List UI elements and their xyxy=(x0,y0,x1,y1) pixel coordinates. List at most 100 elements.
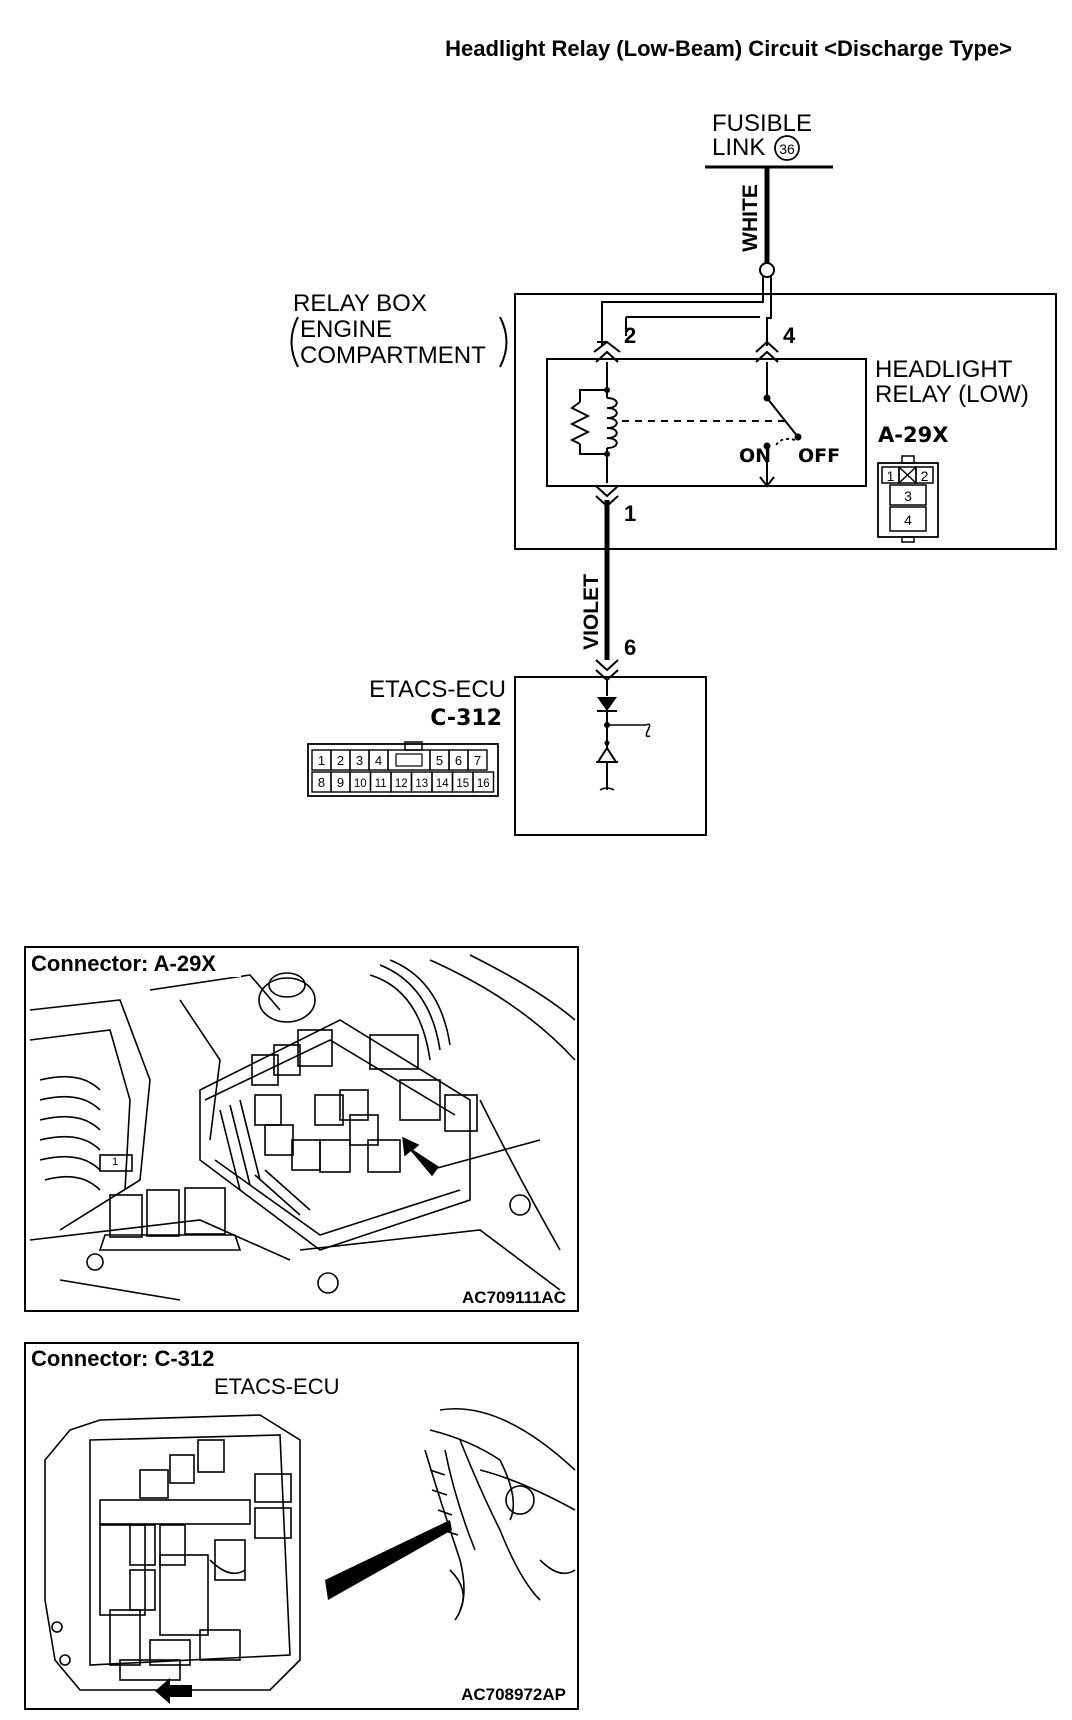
pin1-chevron-upper xyxy=(595,485,619,498)
relay-label-line1: HEADLIGHT xyxy=(875,356,1013,383)
photo2-illustration xyxy=(44,1408,576,1691)
page-title: Headlight Relay (Low-Beam) Circuit <Disc… xyxy=(445,36,1012,61)
pin4-number: 4 xyxy=(783,323,796,348)
switch-off-contact xyxy=(794,433,802,441)
splice-point xyxy=(759,262,775,278)
ecu-wire-break xyxy=(599,787,615,791)
ecu-connector-pin: 3 xyxy=(356,753,363,768)
switch-ground-arrow xyxy=(759,476,775,488)
fusible-link-label-line1: FUSIBLE xyxy=(712,110,812,137)
relay-label-line2: RELAY (LOW) xyxy=(875,381,1029,408)
fusible-link: FUSIBLE LINK 36 xyxy=(705,110,833,169)
ecu-connector-pin: 10 xyxy=(354,778,367,790)
relay-box-paren-left xyxy=(290,316,299,368)
photo2-label-bg xyxy=(26,1344,241,1373)
ecu-transistor-dot xyxy=(604,740,610,746)
photo2-frame xyxy=(24,1342,579,1710)
ecu-diode xyxy=(597,697,617,711)
ecu-connector-pin: 7 xyxy=(474,753,481,768)
photo1-pointer-arrow xyxy=(402,1136,440,1177)
photo2-code: AC708972AP xyxy=(461,1685,566,1704)
ecu-connector-pin: 8 xyxy=(318,775,325,790)
photo1-label-bg xyxy=(26,948,241,977)
switch-arrow xyxy=(774,438,796,448)
ecu-connector-pin: 16 xyxy=(477,778,490,790)
relay-connector-face: 1 2 3 4 xyxy=(877,455,939,543)
ecu-connector-id: C-312 xyxy=(430,706,502,731)
switch-on-label: ON xyxy=(739,445,771,467)
relay-connector-bottom-tab xyxy=(901,536,915,543)
relay-box-label: RELAY BOX xyxy=(293,290,427,317)
relay-connector-pin-2: 2 xyxy=(921,468,929,484)
ecu-connector-cell xyxy=(472,771,495,793)
pin2-chevron-lower xyxy=(595,350,619,363)
ecu-transistor xyxy=(596,746,618,763)
relay-box-sublabel-1: ENGINE xyxy=(300,316,392,343)
pin2-number: 2 xyxy=(624,323,636,348)
pin6-number: 6 xyxy=(624,635,636,660)
relay-connector-cell-2 xyxy=(915,466,934,484)
ecu-connector-pin: 6 xyxy=(455,753,462,768)
ecu-connector-outer xyxy=(307,743,499,797)
photo2-pointer-arrow xyxy=(155,1678,192,1704)
fusible-link-number: 36 xyxy=(779,141,795,157)
ecu-connector-pin: 2 xyxy=(337,753,344,768)
relay-connector-tab xyxy=(901,455,915,464)
relay-box-outline xyxy=(514,293,1057,550)
headlight-relay-box xyxy=(546,358,867,487)
ecu-connector-pin: 15 xyxy=(456,778,469,790)
ecu-box xyxy=(514,676,707,836)
resistor-return xyxy=(579,444,607,455)
relay-connector-pin-1: 1 xyxy=(887,468,895,484)
ecu-connector-pin: 12 xyxy=(395,778,408,790)
relay-box-paren-right xyxy=(499,316,508,368)
relay-connector-x-b xyxy=(898,466,917,484)
white-wire-label: WHITE xyxy=(739,184,762,252)
photo1-label: Connector: A-29X xyxy=(31,951,216,976)
photo2-pointer-wedge xyxy=(325,1520,452,1600)
pin4-chevron xyxy=(755,340,779,353)
ecu-name: ETACS-ECU xyxy=(369,676,506,703)
ecu-tap xyxy=(607,723,651,738)
relay-box-wire-pin2 xyxy=(601,276,764,346)
relay-box-wire-pin4 xyxy=(766,276,772,346)
fusible-link-number-circle xyxy=(774,135,800,161)
photo2-sublabel: ETACS-ECU xyxy=(214,1374,340,1399)
resistor-branch xyxy=(579,389,607,402)
pin4-chevron-lower xyxy=(755,350,779,363)
switch-off-label: OFF xyxy=(798,445,840,467)
pin6-chevron-lower xyxy=(595,669,619,682)
pin1-number: 1 xyxy=(624,501,636,526)
relay-connector-pin-4: 4 xyxy=(904,512,912,528)
ecu-connector-pin: 14 xyxy=(436,778,449,790)
ecu-connector-cell xyxy=(467,749,488,771)
photo-connector-a29x: 1 Connector: A-29X AC709111AC xyxy=(24,946,579,1312)
ecu-connector-pin: 11 xyxy=(375,778,387,790)
ecu-connector-pin: 13 xyxy=(415,778,428,790)
pin2-chevron xyxy=(593,340,621,353)
photo2-label: Connector: C-312 xyxy=(31,1346,214,1371)
ecu-connector-key xyxy=(395,753,423,767)
pin6-chevron-upper xyxy=(595,659,619,672)
ecu-connector-pin: 4 xyxy=(375,753,382,768)
ecu-connector-pin: 1 xyxy=(318,753,325,768)
relay-coil xyxy=(606,397,618,449)
photo-connector-c312: Connector: C-312 ETACS-ECU AC708972AP xyxy=(24,1342,579,1710)
relay-connector-cell-3 xyxy=(889,484,927,506)
svg-text:1: 1 xyxy=(112,1156,118,1168)
resistor-zigzag xyxy=(569,401,591,445)
fusible-link-label-line2: LINK xyxy=(712,134,765,161)
ecu-connector-pin: 5 xyxy=(436,753,443,768)
photo1-illustration: 1 xyxy=(29,954,576,1301)
relay-connector-id: A-29X xyxy=(878,423,948,447)
violet-wire-label: VIOLET xyxy=(580,574,603,650)
relay-box-sublabel-2: COMPARTMENT xyxy=(300,342,486,369)
ecu-connector-pin: 9 xyxy=(337,775,344,790)
switch-blade xyxy=(766,397,799,438)
photo1-code: AC709111AC xyxy=(462,1288,566,1307)
relay-connector-pin-3: 3 xyxy=(904,488,912,504)
